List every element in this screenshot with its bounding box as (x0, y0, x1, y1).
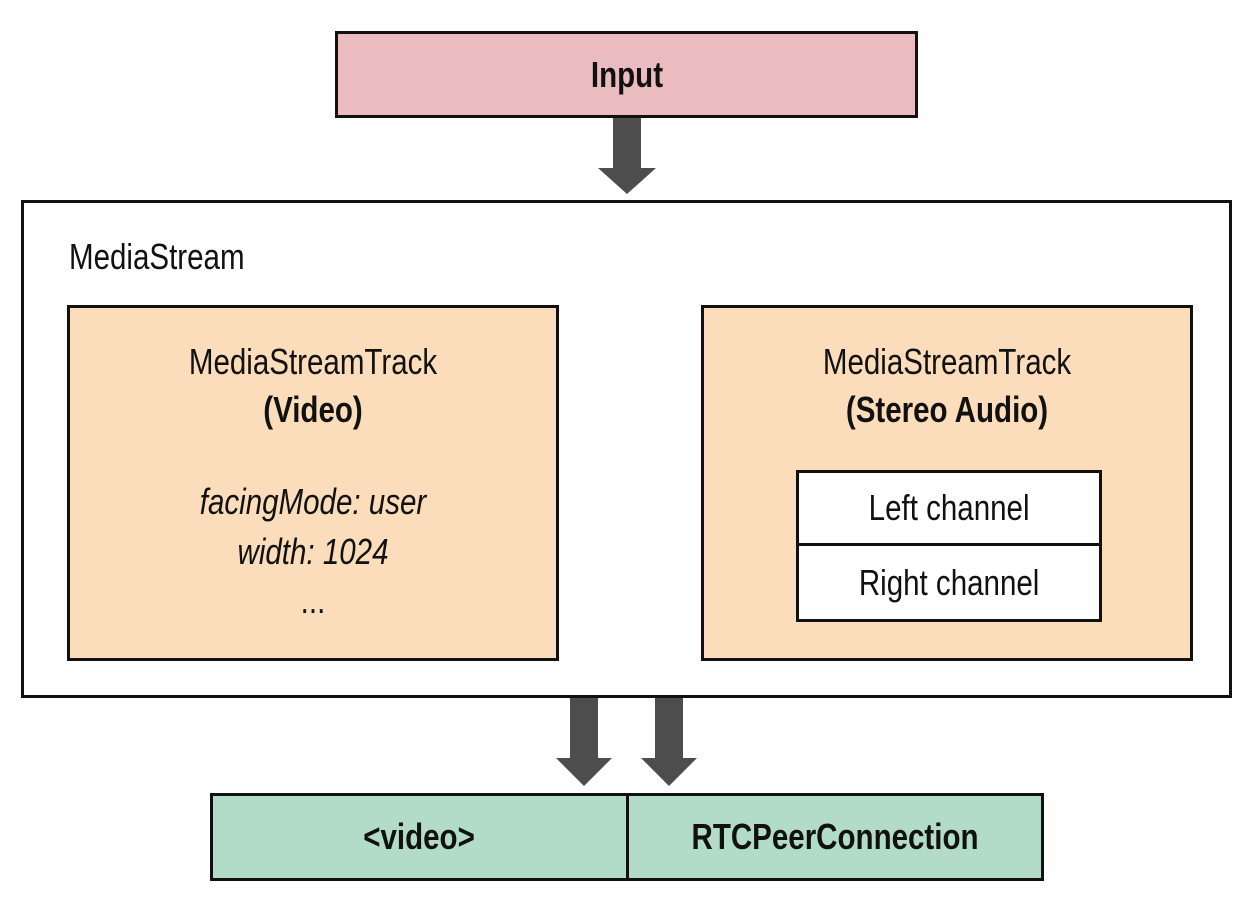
input-label: Input (590, 53, 663, 95)
video-track-properties: facingMode: user width: 1024 ... (114, 477, 513, 625)
right-channel-label: Right channel (858, 561, 1040, 603)
video-element-label: <video> (363, 816, 476, 857)
arrow-input-to-stream (598, 118, 656, 194)
audio-track-title: MediaStreamTrack (822, 341, 1072, 382)
rtcpeerconnection-node: RTCPeerConnection (629, 796, 1042, 878)
arrow-stream-to-video (556, 698, 612, 786)
audio-channels: Left channel Right channel (796, 470, 1102, 622)
right-channel-node: Right channel (799, 546, 1099, 619)
audio-track-kind: (Stereo Audio) (845, 389, 1049, 430)
left-channel-node: Left channel (799, 473, 1099, 546)
audio-track-node: MediaStreamTrack (Stereo Audio) Left cha… (701, 305, 1193, 661)
arrow-stream-to-rtcpeerconnection (641, 698, 697, 786)
outputs-node: <video> RTCPeerConnection (210, 793, 1044, 881)
video-track-node: MediaStreamTrack (Video) facingMode: use… (67, 305, 559, 661)
video-track-kind: (Video) (263, 389, 363, 430)
input-node: Input (335, 31, 918, 118)
mediastream-container: MediaStream MediaStreamTrack (Video) fac… (21, 200, 1232, 698)
mediastream-label: MediaStream (69, 236, 245, 277)
video-track-property: width: 1024 (237, 531, 389, 572)
rtcpeerconnection-label: RTCPeerConnection (691, 816, 979, 857)
left-channel-label: Left channel (868, 487, 1030, 528)
video-track-property: facingMode: user (199, 481, 427, 522)
video-element-node: <video> (213, 796, 629, 878)
video-track-title: MediaStreamTrack (188, 341, 438, 382)
video-track-ellipsis: ... (300, 580, 326, 621)
